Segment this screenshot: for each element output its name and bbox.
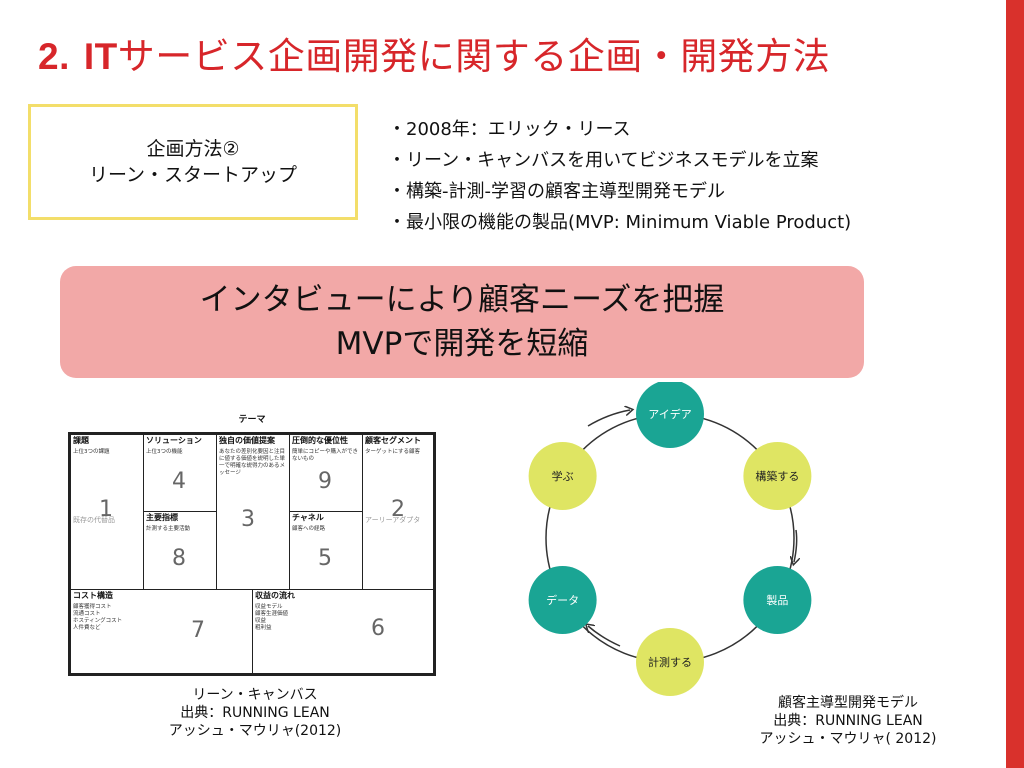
highlight-line1: インタビューにより顧客ニーズを把握 (199, 282, 725, 318)
canvas-theme: テーマ (238, 415, 266, 425)
canvas-cell-revenue-streams: 収益の流れ 収益モデル 顧客生涯価値 収益 粗利益 6 (252, 589, 434, 674)
cycle-node (743, 442, 812, 510)
method-box-line1: 企画方法② (146, 138, 240, 160)
bullet-item: ・構築-計測-学習の顧客主導型開発モデル (388, 181, 725, 202)
cell-sub: 収益モデル 顧客生涯価値 収益 粗利益 (255, 604, 289, 631)
cycle-node-label: データ (546, 593, 579, 607)
cycle-caption-line1: 顧客主導型開発モデル (778, 695, 918, 711)
cell-sub: 計測する主要活動 (146, 526, 191, 532)
bullet-item: ・最小限の機能の製品(MVP: Minimum Viable Product) (388, 212, 852, 233)
cycle-node (636, 382, 704, 448)
canvas-cell-channels: チャネル 顧客への経路 5 (289, 511, 363, 590)
bullet-item: ・リーン・キャンバスを用いてビジネスモデルを立案 (388, 150, 819, 171)
canvas-cell-uvp: 独自の価値提案 あなたの差別化要因と注目に値する価値を説明した単一で明確な説得力… (216, 434, 290, 590)
cell-number: 8 (172, 546, 186, 571)
canvas-frame: 課題 上位3つの課題 1 既存の代替品 ソリューション 上位3つの機能 4 主要… (68, 432, 436, 676)
cycle-caption-line3: アッシュ・マウリャ( 2012) (759, 731, 937, 747)
cycle-node (636, 628, 704, 696)
canvas-cell-cost-structure: コスト構造 顧客獲得コスト 流通コスト ホスティングコスト 人件費など 7 (70, 589, 253, 674)
cycle-node (528, 442, 597, 510)
cycle-caption-line2: 出典：RUNNING LEAN (773, 713, 923, 729)
cell-header: 課題 (73, 436, 89, 445)
cell-header: 主要指標 (146, 513, 178, 522)
cell-number: 9 (318, 469, 332, 494)
cell-sub: 顧客獲得コスト 流通コスト ホスティングコスト 人件費など (73, 604, 123, 631)
cycle-node-label: 計測する (648, 655, 692, 669)
canvas-cell-solution: ソリューション 上位3つの機能 4 (143, 434, 217, 512)
cell-number: 3 (241, 507, 255, 532)
highlight-line2: MVPで開発を短縮 (335, 326, 589, 362)
cell-sub: 上位3つの課題 (73, 449, 110, 455)
cell-header: ソリューション (146, 436, 202, 445)
canvas-cell-unfair-advantage: 圧倒的な優位性 簡単にコピーや購入ができないもの 9 (289, 434, 363, 512)
canvas-caption-line2: 出典：RUNNING LEAN (180, 705, 330, 721)
cycle-node-label: アイデア (648, 407, 691, 421)
bullet-item: ・2008年：エリック・リース (388, 119, 631, 140)
cell-header: 顧客セグメント (365, 436, 421, 445)
cycle-node-label: 学ぶ (552, 469, 574, 483)
cell-sub: ターゲットにする顧客 (365, 449, 421, 455)
cell-sub: 上位3つの機能 (146, 449, 183, 455)
bullet-list: ・2008年：エリック・リース ・リーン・キャンバスを用いてビジネスモデルを立案… (388, 114, 851, 238)
cycle-node (528, 566, 597, 634)
canvas-caption: リーン・キャンバス 出典：RUNNING LEAN アッシュ・マウリャ(2012… (150, 686, 360, 740)
title-it: IT (83, 36, 118, 77)
cell-number: 5 (318, 546, 332, 571)
canvas-caption-line1: リーン・キャンバス (192, 687, 318, 703)
cycle-node-label: 製品 (766, 593, 788, 607)
cycle-node (743, 566, 812, 634)
cycle-caption: 顧客主導型開発モデル 出典：RUNNING LEAN アッシュ・マウリャ( 20… (748, 694, 948, 748)
cycle-node-label: 構築する (755, 469, 799, 483)
cell-number: 7 (191, 618, 205, 643)
canvas-cell-problem: 課題 上位3つの課題 1 既存の代替品 (70, 434, 144, 590)
cycle-arrow (794, 529, 797, 562)
cell-number: 6 (371, 616, 385, 641)
cell-side-label: アーリーアダプタ (365, 516, 421, 524)
method-box-line2: リーン・スタートアップ (88, 164, 298, 186)
cell-sub: 簡単にコピーや購入ができないもの (292, 449, 359, 462)
cell-number: 1 (99, 497, 113, 522)
cell-side-label: 既存の代替品 (73, 516, 115, 524)
title-text: サービス企画開発に関する企画・開発方法 (117, 35, 831, 78)
title-number: 2. (38, 36, 70, 77)
cell-sub: 顧客への経路 (292, 526, 326, 532)
cell-sub: あなたの差別化要因と注目に値する価値を説明した単一で明確な説得力のあるメッセージ (219, 449, 286, 476)
canvas-caption-line3: アッシュ・マウリャ(2012) (168, 723, 342, 739)
cell-header: チャネル (292, 513, 324, 522)
right-accent-bar (1006, 0, 1024, 768)
slide-title: 2. ITサービス企画開発に関する企画・開発方法 (38, 26, 830, 80)
cell-header: 独自の価値提案 (219, 436, 275, 445)
cell-number: 4 (172, 469, 186, 494)
cell-header: 収益の流れ (255, 591, 295, 600)
canvas-cell-customer-segments: 顧客セグメント ターゲットにする顧客 2 アーリーアダプタ (362, 434, 434, 590)
cell-number: 2 (391, 497, 405, 522)
lean-canvas: テーマ 課題 上位3つの課題 1 既存の代替品 ソリューション 上位3つの機能 … (66, 412, 438, 680)
cycle-arrow (588, 626, 621, 647)
cell-header: 圧倒的な優位性 (292, 436, 348, 445)
canvas-cell-key-metrics: 主要指標 計測する主要活動 8 (143, 511, 217, 590)
cell-header: コスト構造 (73, 591, 113, 600)
cycle-arrow (587, 410, 630, 427)
highlight-box: インタビューにより顧客ニーズを把握 MVPで開発を短縮 (60, 266, 864, 378)
method-box: 企画方法② リーン・スタートアップ (28, 104, 358, 220)
